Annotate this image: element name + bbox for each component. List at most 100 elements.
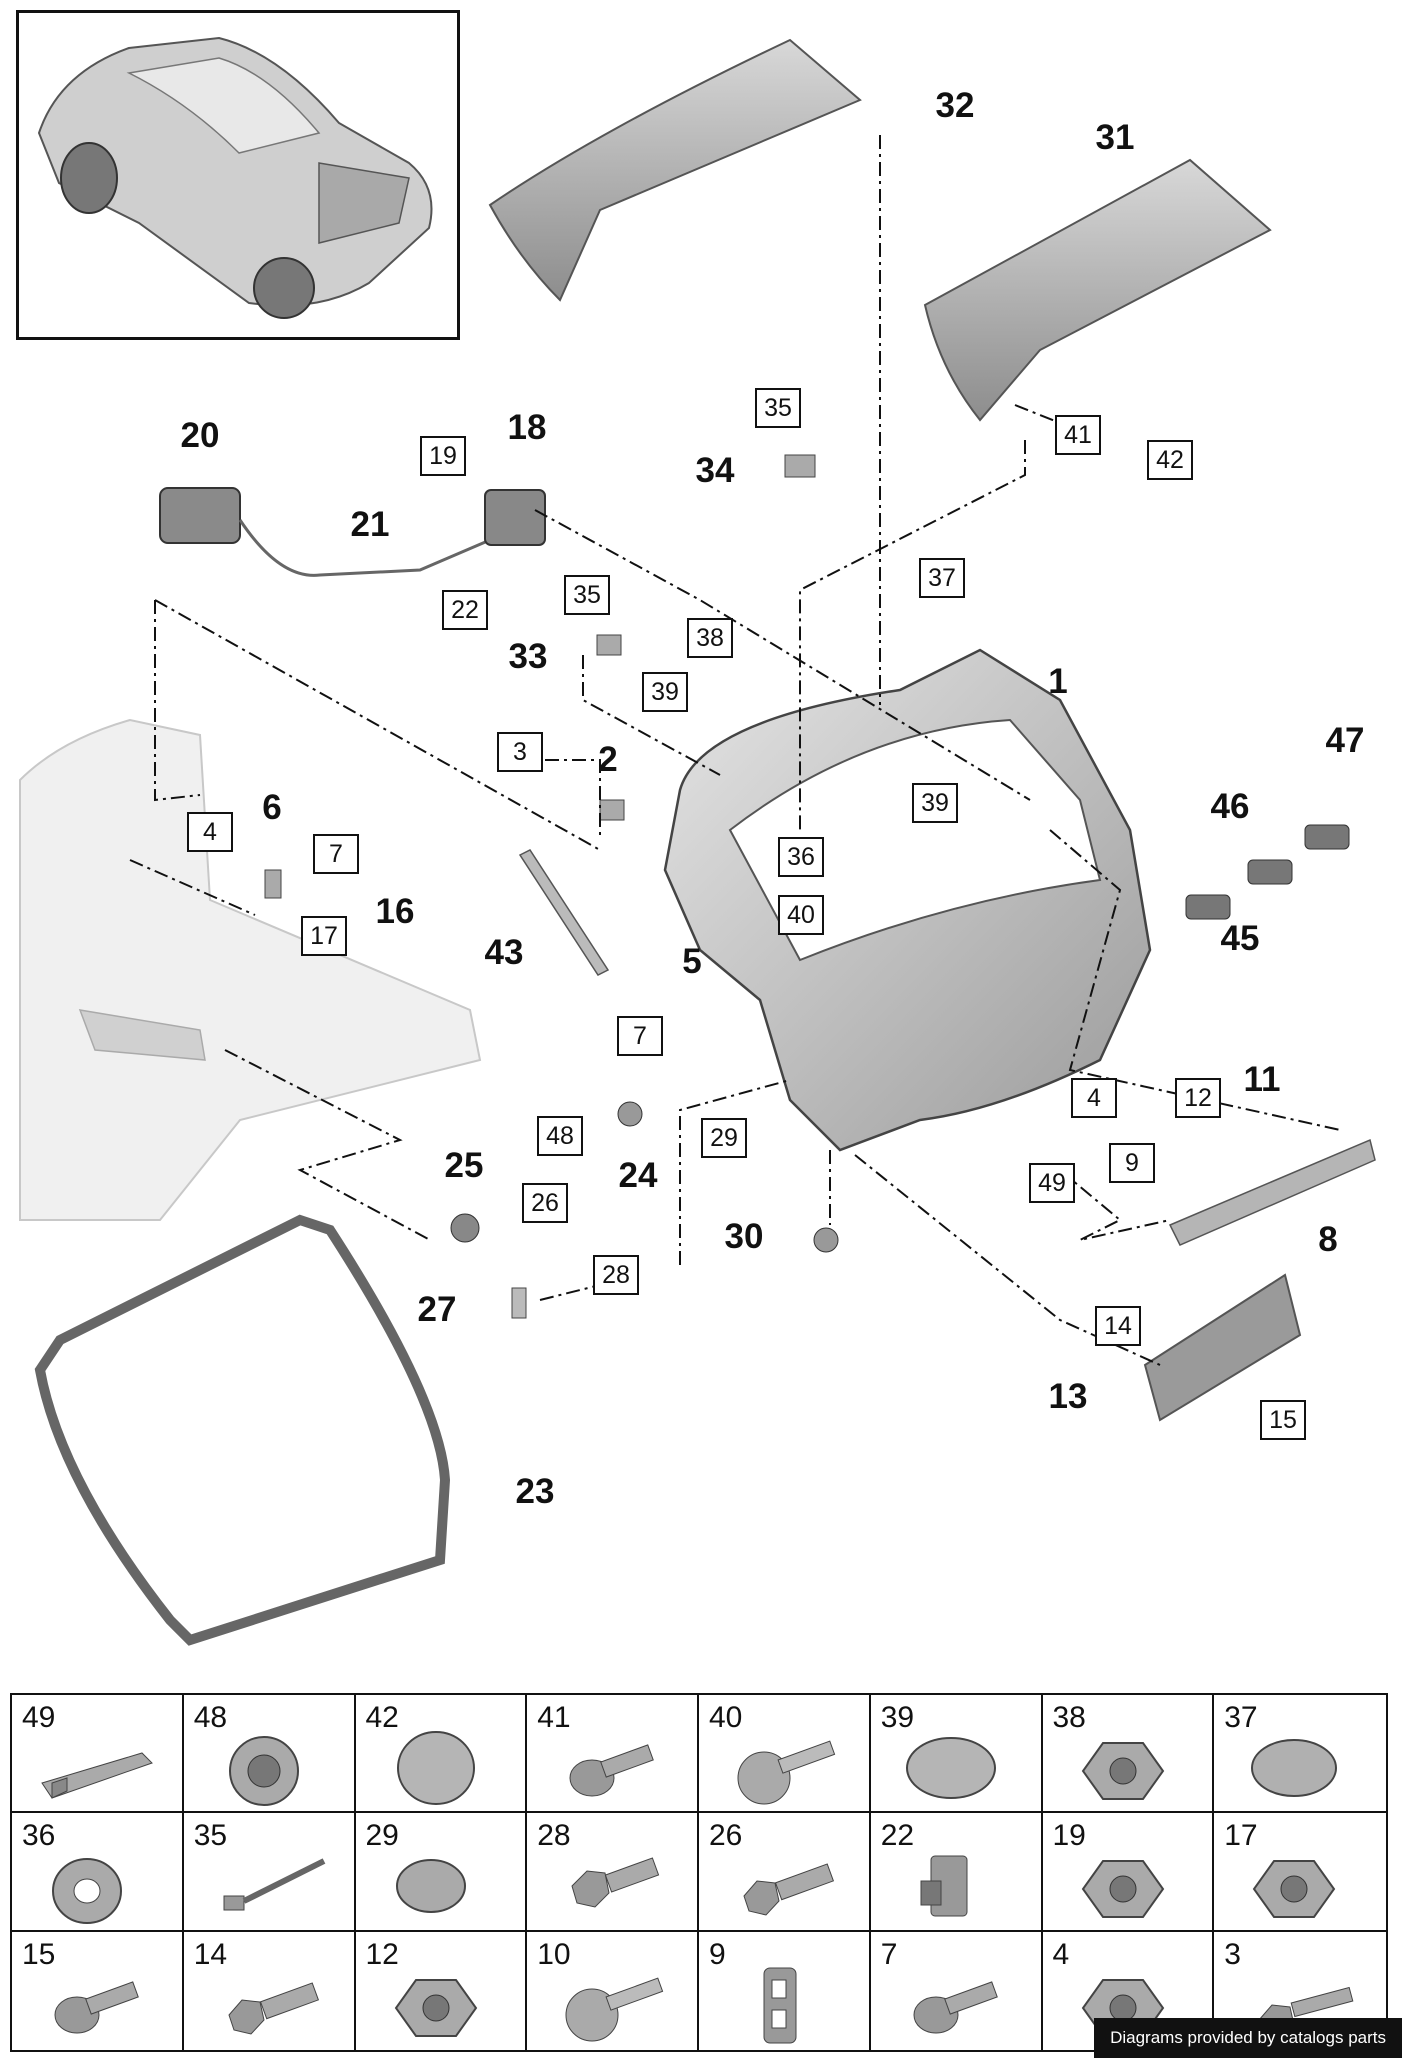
callout-17: 17 [301, 916, 347, 956]
part-33 [596, 634, 622, 656]
oval-pad-icon [1251, 1739, 1338, 1797]
bracket-plate-icon [763, 1967, 797, 2044]
motor-20 [159, 487, 241, 544]
callout-18: 18 [507, 408, 547, 447]
callout-40: 40 [778, 895, 824, 935]
legend-part-number: 42 [365, 1701, 399, 1734]
callout-27: 27 [417, 1290, 457, 1329]
callout-31: 31 [1095, 118, 1135, 157]
legend-cell-49: 49 [12, 1695, 184, 1814]
callout-21: 21 [350, 505, 390, 544]
legend-part-number: 35 [193, 1819, 228, 1853]
legend-cell-22: 22 [870, 1813, 1043, 1932]
round-cap-icon [396, 1731, 475, 1805]
callout-19: 19 [420, 436, 466, 476]
legend-part-number: 28 [537, 1819, 571, 1853]
callout-48: 48 [537, 1116, 583, 1156]
legend-part-number: 37 [1224, 1701, 1258, 1734]
washer-icon [52, 1858, 122, 1925]
legend-part-number: 49 [22, 1701, 56, 1734]
legend-part-number: 39 [880, 1701, 915, 1734]
hex-nut-icon [1081, 1742, 1164, 1800]
callout-26: 26 [522, 1183, 568, 1223]
trim-strip-8 [1168, 1138, 1376, 1246]
callout-4: 4 [1071, 1078, 1117, 1118]
legend-part-number: 12 [365, 1937, 399, 1971]
legend-part-number: 7 [880, 1937, 898, 1971]
callout-37: 37 [919, 558, 965, 598]
oval-plug-icon [395, 1859, 466, 1914]
vehicle-thumbnail [16, 10, 460, 340]
legend-cell-17: 17 [1214, 1813, 1386, 1932]
lamp-45 [1247, 859, 1293, 885]
legend-part-number: 26 [709, 1819, 743, 1853]
legend-cell-48: 48 [183, 1695, 356, 1814]
callout-45: 45 [1220, 919, 1260, 958]
callout-36: 36 [778, 837, 824, 877]
callout-49: 49 [1029, 1163, 1075, 1203]
legend-cell-19: 19 [1042, 1813, 1215, 1932]
legend-cell-26: 26 [699, 1813, 871, 1932]
callout-8: 8 [1318, 1220, 1338, 1259]
callout-46: 46 [1210, 787, 1250, 826]
callout-41: 41 [1055, 415, 1101, 455]
legend-part-number: 22 [880, 1819, 915, 1853]
cable-21 [238, 519, 491, 577]
weatherstrip-23 [34, 1214, 451, 1646]
cable-clip-icon [920, 1855, 968, 1917]
car-taillight [78, 1009, 206, 1061]
callout-3: 3 [497, 732, 543, 772]
callout-47: 47 [1325, 721, 1365, 760]
flange-bolt-icon [569, 1744, 655, 1797]
callout-33: 33 [508, 637, 548, 676]
legend-cell-14: 14 [184, 1931, 356, 2050]
callout-30: 30 [724, 1217, 764, 1256]
callout-6: 6 [262, 788, 282, 827]
legend-cell-9: 9 [699, 1931, 871, 2050]
lock-18 [484, 489, 546, 546]
hex-bolt-icon [743, 1863, 835, 1916]
legend-part-number: 4 [1052, 1937, 1070, 1971]
lamp-46 [1185, 894, 1231, 920]
part-6 [264, 869, 282, 899]
clip-pin-icon [737, 1740, 836, 1805]
callout-2: 2 [598, 740, 618, 779]
callout-5: 5 [682, 942, 702, 981]
callout-35: 35 [564, 575, 610, 615]
legend-part-number: 48 [193, 1701, 228, 1734]
legend-cell-12: 12 [356, 1931, 528, 2050]
callout-14: 14 [1095, 1306, 1141, 1346]
legend-cell-35: 35 [183, 1813, 356, 1932]
legend-cell-29: 29 [355, 1813, 528, 1932]
hex-nut-icon [1253, 1860, 1336, 1919]
hex-nut-icon [394, 1978, 477, 2037]
spoiler-32 [488, 38, 862, 302]
callout-9: 9 [1109, 1143, 1155, 1183]
callout-1: 1 [1048, 662, 1068, 701]
callout-43: 43 [484, 933, 524, 972]
legend-part-number: 40 [709, 1701, 743, 1734]
callout-25: 25 [444, 1146, 484, 1185]
legend-part-number: 3 [1224, 1937, 1241, 1971]
callout-15: 15 [1260, 1400, 1306, 1440]
credit-banner: Diagrams provided by catalogs parts [1094, 2018, 1402, 2058]
hex-bolt-icon [228, 1981, 319, 2035]
legend-cell-40: 40 [699, 1695, 871, 1814]
rivet-icon [223, 1858, 326, 1911]
channel-profile-icon [41, 1752, 153, 1799]
callout-7: 7 [313, 834, 359, 874]
callout-7: 7 [617, 1016, 663, 1056]
legend-part-number: 14 [193, 1937, 228, 1971]
callout-23: 23 [515, 1472, 555, 1511]
part-2 [599, 799, 625, 821]
callout-38: 38 [687, 618, 733, 658]
legend-part-number: 15 [22, 1937, 56, 1971]
legend-part-number: 36 [22, 1819, 56, 1853]
legend-cell-10: 10 [527, 1931, 699, 2050]
flange-bolt-icon [913, 1980, 998, 2034]
callout-29: 29 [701, 1118, 747, 1158]
callout-4: 4 [187, 812, 233, 852]
part-25 [450, 1213, 480, 1243]
vehicle-thumbnail-illustration [37, 36, 433, 319]
part-34 [784, 454, 816, 478]
